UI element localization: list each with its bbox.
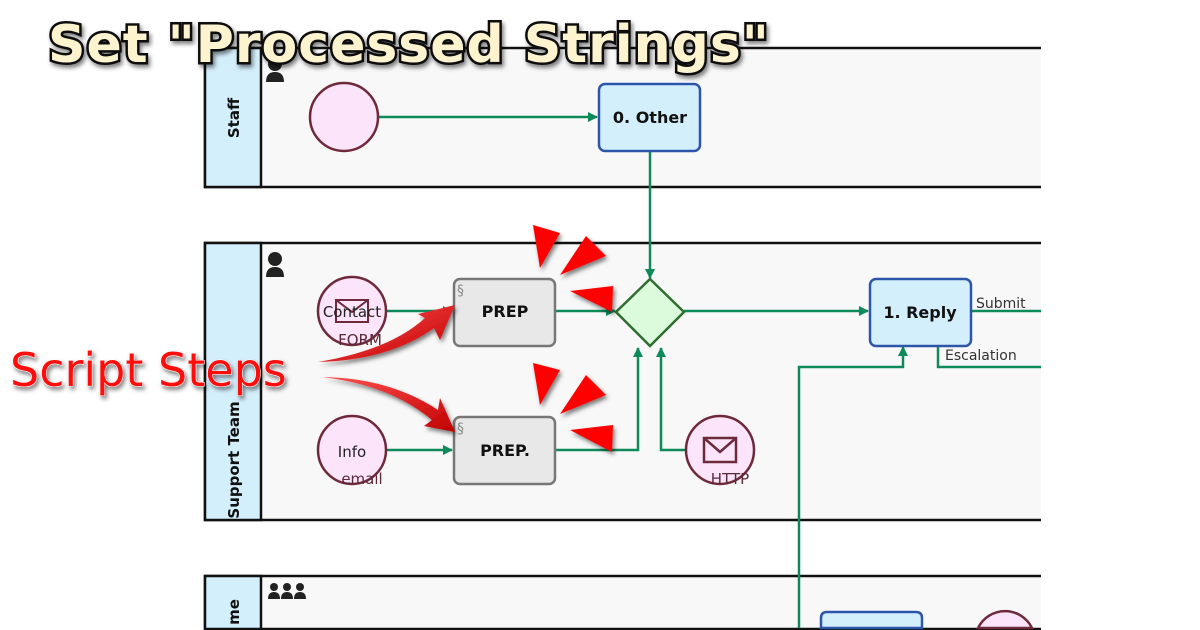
event-sublabel: HTTP — [711, 470, 749, 488]
message-start-event-http[interactable]: HTTP — [684, 414, 756, 488]
script-task-prep2[interactable]: § PREP. — [452, 415, 557, 486]
event-partial[interactable] — [976, 609, 1034, 630]
envelope-icon — [335, 299, 369, 323]
task-partial[interactable] — [819, 610, 924, 630]
start-event[interactable] — [308, 81, 380, 153]
person-icon — [266, 57, 284, 82]
message-start-event-info[interactable]: Info email — [316, 414, 388, 488]
task-reply[interactable]: 1. Reply — [868, 277, 973, 348]
lane-label: Staff — [225, 97, 243, 138]
lane-label: me — [225, 599, 243, 625]
lane-label: Support Team — [225, 401, 243, 518]
highlight-marks — [533, 225, 613, 452]
task-label: 0. Other — [613, 108, 687, 127]
event-sublabel: FORM — [338, 331, 382, 349]
callout-label: Script Steps — [10, 343, 287, 397]
person-icon — [266, 252, 284, 277]
lane-3: me — [203, 574, 1057, 630]
group-icon — [268, 583, 306, 599]
task-other[interactable]: 0. Other — [597, 82, 702, 153]
script-icon: § — [457, 421, 464, 437]
task-label: PREP — [482, 302, 529, 321]
event-sublabel: email — [341, 470, 382, 488]
flow-label-escalation: Escalation — [945, 348, 1017, 364]
envelope-icon — [702, 436, 738, 464]
script-icon: § — [457, 283, 464, 299]
overlay-title: Set "Processed Strings" — [48, 15, 770, 75]
event-label: Info — [338, 443, 366, 461]
sequence-flows — [378, 112, 1041, 628]
message-start-event-contact[interactable]: Contact FORM — [316, 275, 388, 349]
script-task-prep[interactable]: § PREP — [452, 277, 557, 348]
flow-label-submit: Submit — [976, 296, 1026, 312]
event-label: Contact — [323, 303, 381, 321]
callout-arrows — [318, 305, 455, 432]
task-label: 1. Reply — [883, 303, 957, 322]
exclusive-gateway[interactable] — [614, 277, 686, 348]
task-label: PREP. — [480, 441, 530, 460]
